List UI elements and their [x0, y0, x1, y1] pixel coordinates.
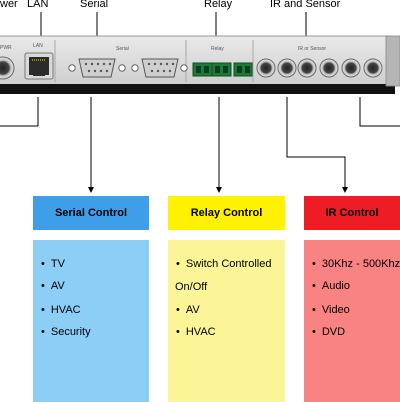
panel-lan-label: LAN: [33, 43, 43, 49]
list-item: Video: [312, 304, 350, 316]
panel-relay-label: Relay: [211, 46, 224, 52]
panel-power-label: PWR: [0, 45, 12, 51]
list-item: HVAC: [176, 326, 216, 338]
ir-jacks: [256, 58, 383, 78]
power-label: wer: [0, 0, 18, 10]
list-item: 30Khz - 500Khz: [312, 258, 400, 270]
ir-control-header: IR Control: [304, 196, 400, 230]
list-item: AV: [41, 280, 65, 292]
ir-control-title: IR Control: [325, 207, 379, 219]
lan-label: LAN: [27, 0, 49, 10]
device-side: [385, 35, 400, 87]
serial-control-header: Serial Control: [33, 196, 149, 230]
relay-control-header: Relay Control: [168, 196, 285, 230]
relay-label: Relay: [204, 0, 233, 10]
list-item: Switch Controlled: [176, 258, 271, 270]
relay-control-body: Switch Controlled On/Off AV HVAC: [168, 240, 285, 402]
serial-port-1: [78, 58, 116, 78]
ir-control-body: 30Khz - 500Khz Audio Video DVD: [304, 240, 400, 402]
list-item: Security: [41, 326, 91, 338]
power-jack: [0, 56, 15, 80]
list-item: Audio: [312, 280, 350, 292]
device-base: [0, 84, 395, 94]
panel-ir-label: IR or Sensor: [298, 46, 327, 52]
serial-control-body: TV AV HVAC Security: [33, 240, 149, 402]
serial-control-title: Serial Control: [54, 207, 128, 219]
list-item: On/Off: [175, 281, 208, 293]
relay-control-title: Relay Control: [190, 207, 263, 219]
list-item: HVAC: [41, 304, 81, 316]
ir-sensor-label: IR and Sensor: [270, 0, 341, 10]
list-item: AV: [176, 304, 200, 316]
serial-label: Serial: [80, 0, 109, 10]
list-item: DVD: [312, 326, 345, 338]
relay-terminals: [192, 62, 253, 77]
panel-serial-label: Serial: [116, 46, 129, 52]
serial-port-2: [141, 58, 179, 78]
ir-arrow: [286, 97, 348, 193]
list-item: TV: [41, 258, 65, 270]
